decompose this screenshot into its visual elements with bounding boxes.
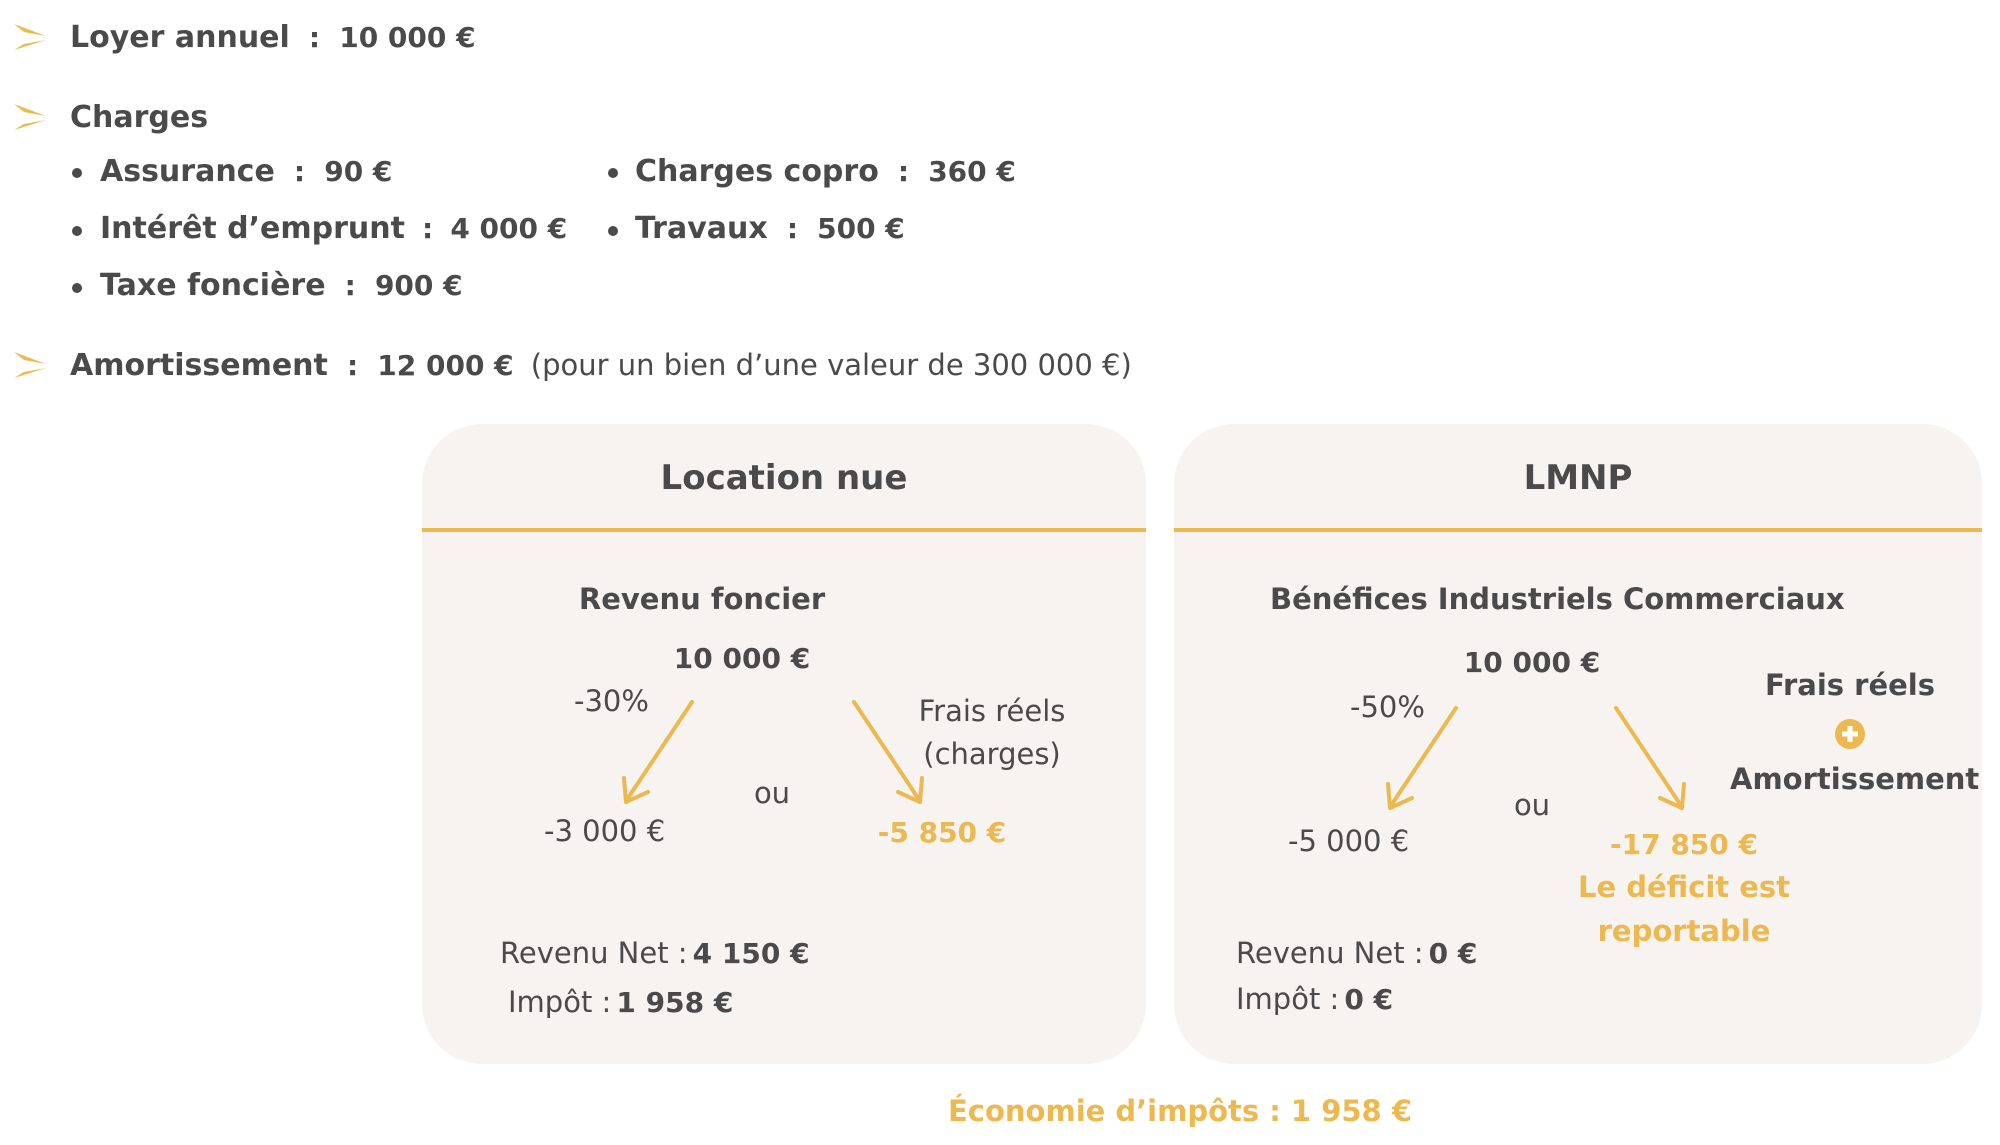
loyer-value: 10 000 € [339, 21, 476, 54]
arrow-down-left-icon [1386, 706, 1458, 810]
item-value: 360 € [928, 155, 1016, 188]
right-result: -5 850 € [877, 816, 1007, 849]
separator: : [346, 349, 359, 382]
separator: : [308, 21, 321, 54]
amount: 10 000 € [1463, 646, 1601, 679]
charges-item-copro: Charges copro : 360 € [635, 154, 1016, 189]
card-lmnp: LMNP Bénéfices Industriels Commerciaux 1… [1174, 424, 1982, 1064]
bullet [72, 226, 82, 236]
item-label: Assurance [100, 154, 275, 189]
amortissement-note: (pour un bien d’une valeur de 300 000 €) [530, 348, 1132, 382]
bullet [72, 283, 82, 293]
chevron-right-icon [14, 352, 46, 378]
left-percent: -50% [1350, 690, 1425, 724]
bullet [608, 168, 618, 178]
charges-item-assurance: Assurance : 90 € [100, 154, 392, 189]
or-label: ou [753, 776, 791, 810]
tax-value: 0 € [1344, 983, 1394, 1016]
item-value: 500 € [817, 212, 905, 245]
amortissement-label: Amortissement [70, 348, 328, 383]
item-label: Travaux [635, 211, 768, 246]
right-label-2: Amortissement [1730, 762, 1980, 796]
card-header: LMNP [1174, 424, 1982, 532]
right-result: -17 850 € [1609, 828, 1758, 861]
card-header: Location nue [422, 424, 1146, 532]
left-result: -5 000 € [1288, 824, 1410, 858]
left-result: -3 000 € [544, 814, 666, 848]
separator: : [293, 155, 306, 188]
charges-item-travaux: Travaux : 500 € [635, 211, 905, 246]
arrow-down-right-icon [852, 700, 924, 804]
card-title: Location nue [660, 458, 908, 498]
loyer-line: Loyer annuel : 10 000 € [70, 20, 476, 55]
card-title: LMNP [1523, 458, 1633, 498]
charges-item-taxe: Taxe foncière : 900 € [100, 268, 463, 303]
net-value: 0 € [1428, 937, 1478, 970]
arrow-down-left-icon [622, 700, 694, 804]
item-label: Taxe foncière [100, 268, 326, 303]
item-label: Intérêt d’emprunt [100, 211, 405, 246]
chevron-right-icon [14, 24, 46, 50]
tax-line: Impôt : 1 958 € [508, 985, 733, 1019]
bullet [72, 168, 82, 178]
charges-label: Charges [70, 100, 209, 135]
right-label-1: Frais réels [918, 694, 1066, 728]
card-location-nue: Location nue Revenu foncier 10 000 € -30… [422, 424, 1146, 1064]
deficit-line-1: Le déficit est [1577, 870, 1791, 904]
net-label: Revenu Net : [500, 936, 688, 970]
amortissement-line: Amortissement : 12 000 € (pour un bien d… [70, 348, 1132, 383]
left-percent: -30% [574, 684, 649, 718]
bullet [608, 226, 618, 236]
net-line: Revenu Net : 0 € [1236, 936, 1477, 970]
item-value: 4 000 € [450, 212, 568, 245]
separator: : [344, 269, 356, 302]
right-label-1: Frais réels [1765, 668, 1935, 702]
deficit-line-2: reportable [1597, 914, 1771, 948]
economie-summary: Économie d’impôts : 1 958 € [947, 1094, 1413, 1128]
item-value: 90 € [324, 155, 393, 188]
item-value: 900 € [374, 269, 463, 302]
tax-label: Impôt : [1236, 982, 1340, 1016]
separator: : [786, 212, 799, 245]
item-label: Charges copro [635, 154, 879, 189]
right-label-2: (charges) [923, 737, 1061, 771]
net-line: Revenu Net : 4 150 € [500, 936, 810, 970]
card-subtitle: Bénéfices Industriels Commerciaux [1270, 582, 1845, 616]
or-label: ou [1513, 788, 1551, 822]
loyer-label: Loyer annuel [70, 20, 290, 55]
card-subtitle: Revenu foncier [578, 582, 826, 616]
net-label: Revenu Net : [1236, 936, 1424, 970]
net-value: 4 150 € [692, 937, 810, 970]
tax-value: 1 958 € [616, 986, 734, 1019]
charges-item-interet: Intérêt d’emprunt : 4 000 € [100, 211, 567, 246]
tax-label: Impôt : [508, 985, 612, 1019]
separator: : [422, 212, 434, 245]
chevron-right-icon [14, 104, 46, 130]
tax-line: Impôt : 0 € [1236, 982, 1393, 1016]
amortissement-value: 12 000 € [377, 349, 514, 382]
amount: 10 000 € [673, 642, 811, 675]
arrow-down-right-icon [1614, 706, 1686, 810]
separator: : [897, 155, 910, 188]
plus-circle-icon [1835, 719, 1865, 749]
